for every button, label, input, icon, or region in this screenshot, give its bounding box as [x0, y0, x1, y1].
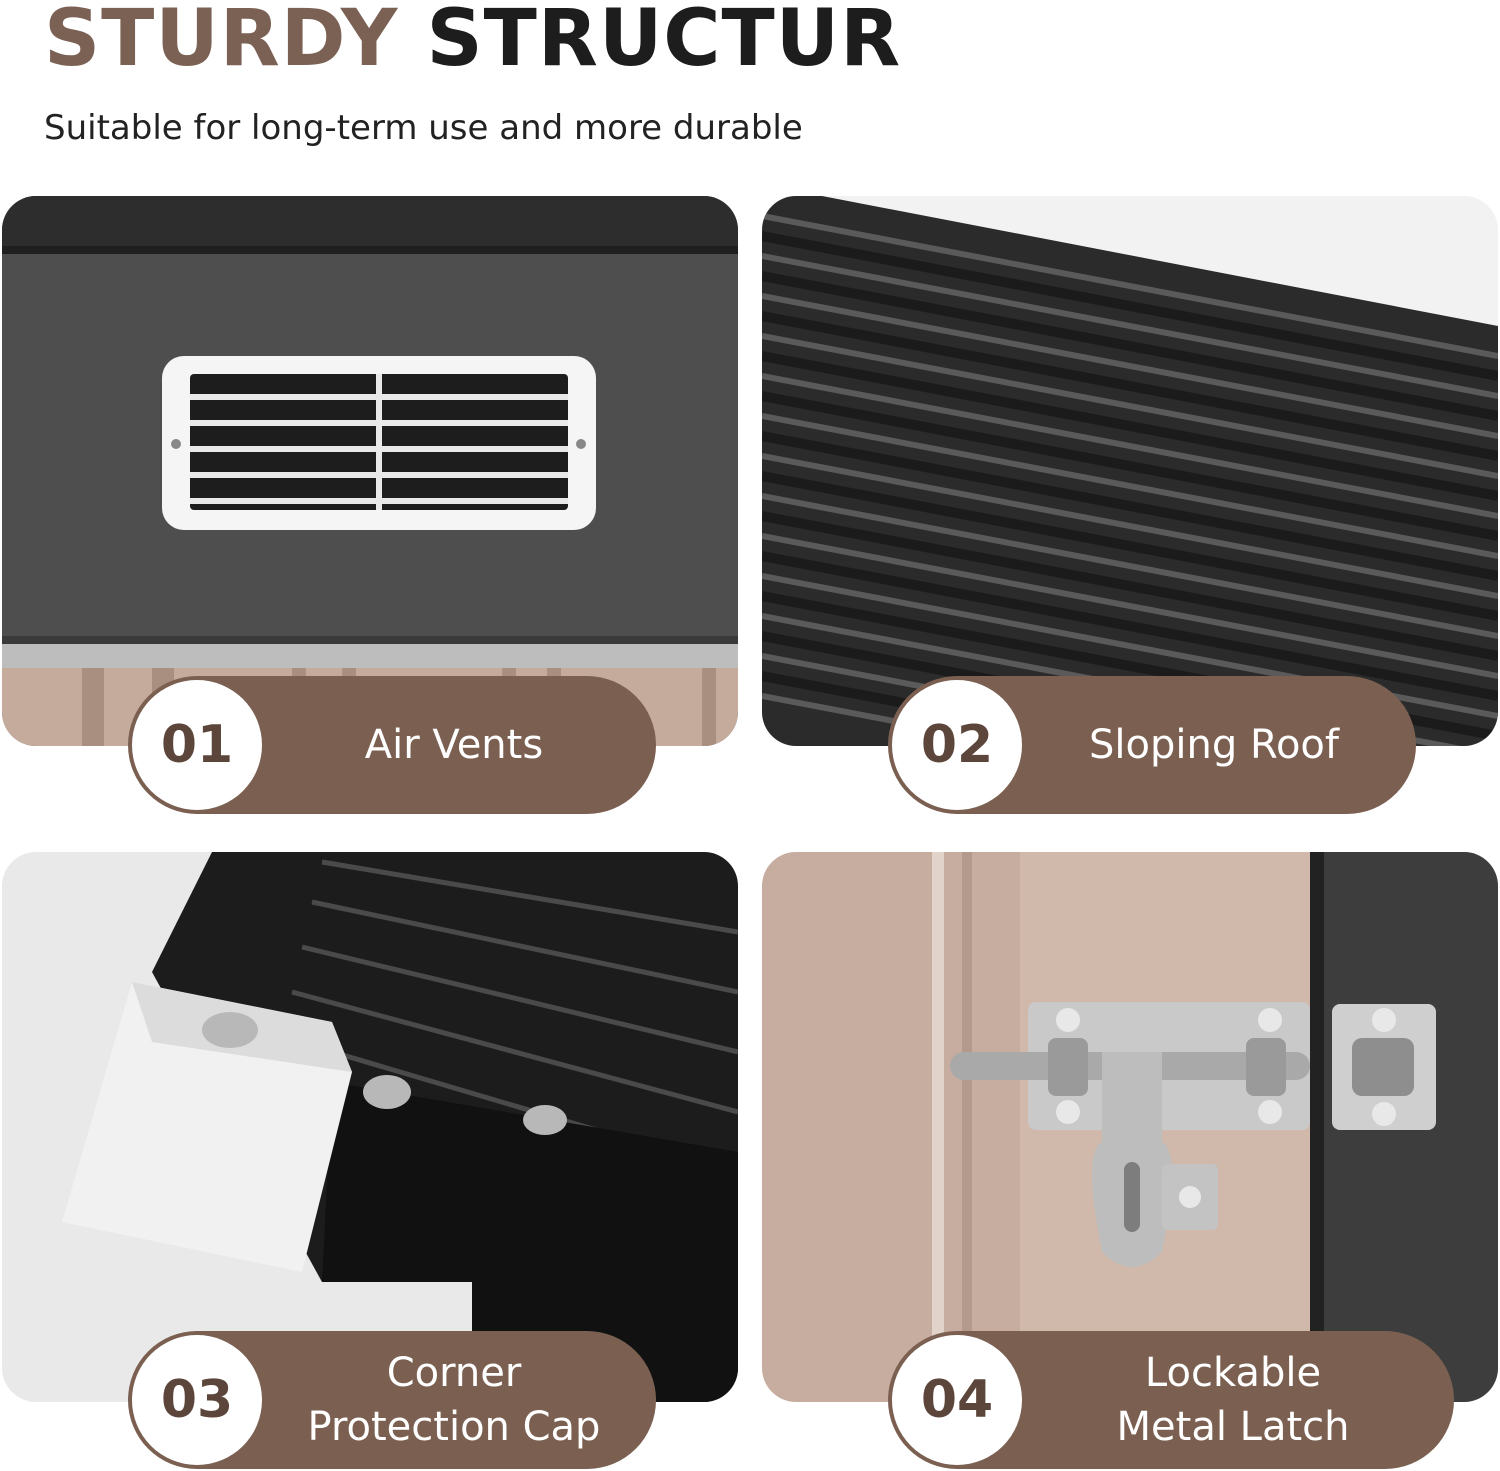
feature-title-line2: Protection Cap [307, 1404, 601, 1450]
corner-cap-image [2, 852, 738, 1402]
feature-panel-sloping-roof [762, 196, 1498, 746]
barrel-latch-image [762, 852, 1498, 1402]
title-word-1: STURDY [44, 0, 399, 84]
feature-number-04: 04 [892, 1335, 1022, 1465]
feature-label-text: Air Vents [262, 676, 646, 814]
feature-label-text: Lockable Metal Latch [1022, 1331, 1444, 1469]
page-title: STURDY STRUCTUR [44, 0, 901, 84]
page-subtitle: Suitable for long-term use and more dura… [44, 108, 803, 148]
feature-label-corner-cap: 03 Corner Protection Cap [128, 1331, 656, 1469]
feature-label-text: Sloping Roof [1022, 676, 1406, 814]
feature-title-line1: Corner [386, 1350, 522, 1396]
feature-number-03: 03 [132, 1335, 262, 1465]
feature-panel-metal-latch [762, 852, 1498, 1402]
title-word-2: STRUCTUR [426, 0, 902, 84]
feature-panel-corner-cap [2, 852, 738, 1402]
feature-number-01: 01 [132, 680, 262, 810]
feature-title: Sloping Roof [1089, 722, 1339, 768]
air-vent-image [2, 196, 738, 746]
feature-panel-air-vents [2, 196, 738, 746]
feature-label-metal-latch: 04 Lockable Metal Latch [888, 1331, 1454, 1469]
feature-number-02: 02 [892, 680, 1022, 810]
feature-label-text: Corner Protection Cap [262, 1331, 646, 1469]
feature-label-sloping-roof: 02 Sloping Roof [888, 676, 1416, 814]
feature-title: Air Vents [364, 722, 544, 768]
feature-title-line1: Lockable [1144, 1350, 1322, 1396]
corrugated-roof-image [762, 196, 1498, 746]
feature-title-line2: Metal Latch [1116, 1404, 1350, 1450]
feature-label-air-vents: 01 Air Vents [128, 676, 656, 814]
